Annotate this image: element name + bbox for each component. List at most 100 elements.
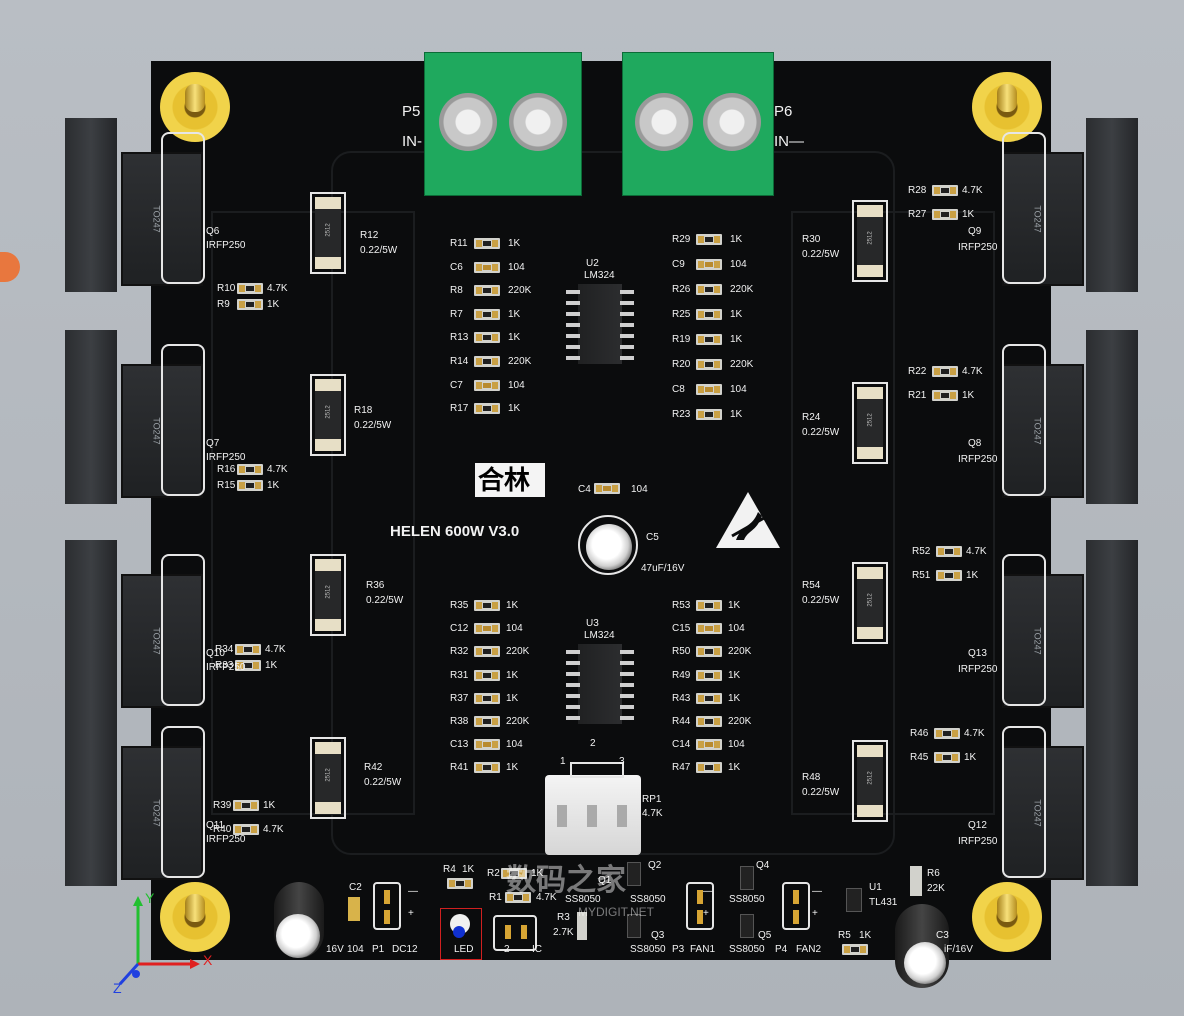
r4-value: 1K (462, 864, 475, 875)
c2-value: 104 (347, 944, 364, 955)
smd-value: 220K (728, 716, 752, 727)
watermark-logo: 数码之家 (506, 864, 626, 897)
ic-pin (620, 716, 634, 720)
smd-value: 220K (506, 716, 530, 727)
power-resistor: 2512 (310, 192, 346, 274)
mosfet-ref: Q13 (968, 648, 987, 659)
resistor-body: 2512 (315, 197, 341, 269)
power-resistor: 2512 (852, 740, 888, 822)
resistor-body: 2512 (857, 567, 883, 639)
ic-pin (566, 334, 580, 338)
rp-pin-3: 3 (619, 756, 625, 767)
ic-pin (620, 661, 634, 665)
view-handle[interactable] (0, 252, 20, 282)
ic-part: LM324 (584, 270, 615, 281)
smd-resistor (233, 800, 259, 811)
mosfet-tab (1086, 330, 1138, 504)
mosfet-part: IRFP250 (206, 240, 246, 251)
smd-ref: R25 (672, 309, 691, 320)
smd-resistor (696, 716, 722, 727)
smd-ref: C14 (672, 739, 691, 751)
gate-resistor-ref: R33 (215, 660, 234, 671)
smd-resistor (501, 868, 527, 879)
power-resistor: 2512 (852, 200, 888, 282)
smd-capacitor (594, 483, 620, 494)
smd-ref: R49 (672, 669, 691, 681)
smd-resistor-r6 (910, 866, 922, 896)
power-resistor-ref: R30 (802, 234, 821, 245)
header-p1 (373, 882, 401, 930)
smd-resistor (474, 403, 500, 415)
gate-resistor-value: 4.7K (263, 824, 284, 835)
axis-y-label: Y (145, 890, 155, 906)
watermark-sub: MYDIGIT.NET (578, 905, 655, 919)
smd-resistor (235, 644, 261, 655)
smd-resistor (237, 480, 263, 491)
screw-icon (509, 93, 567, 151)
mosfet-package: TO247 (1000, 330, 1138, 504)
resistor-body: 2512 (857, 745, 883, 817)
resistor-body: 2512 (315, 742, 341, 814)
resistor-body: 2512 (315, 379, 341, 451)
smd-value: 104 (728, 739, 745, 751)
brand-logo: 合林 (478, 465, 531, 495)
smd-value: 1K (730, 409, 743, 420)
smd-resistor (474, 285, 500, 297)
smd-ref: R47 (672, 762, 691, 774)
q4-ref: Q4 (756, 860, 770, 871)
smd-ref: R32 (450, 646, 469, 658)
screw-icon (635, 93, 693, 151)
p4-ref: P4 (775, 944, 788, 955)
q2-ref: Q2 (648, 860, 662, 871)
mosfet-ref: Q9 (968, 226, 982, 237)
ic-pin (566, 694, 580, 698)
c2-ref: C2 (349, 882, 362, 893)
gate-resistor-value: 4.7K (962, 366, 983, 377)
smd-capacitor (696, 259, 722, 270)
r4-ref: R4 (443, 864, 456, 875)
power-resistor-value: 0.22/5W (802, 427, 840, 438)
header-p2 (493, 915, 537, 951)
smd-resistor (237, 299, 263, 310)
smd-capacitor (696, 623, 722, 635)
smd-ref: R13 (450, 332, 469, 344)
smd-value: 1K (506, 600, 519, 611)
power-resistor-ref: R48 (802, 772, 821, 783)
ic-pin (620, 290, 634, 294)
p1-ref: P1 (372, 944, 385, 955)
mosfet-part: IRFP250 (958, 454, 998, 465)
smd-ref: R35 (450, 600, 469, 611)
gate-resistor-value: 1K (267, 299, 280, 310)
mosfet-package: TO247 (1000, 118, 1138, 292)
smd-resistor (842, 944, 868, 955)
mosfet-tab (65, 330, 117, 504)
mounting-hole (160, 72, 230, 142)
smd-ref: R43 (672, 692, 691, 704)
mosfet-ref: Q10 (206, 648, 225, 659)
smd-resistor (936, 546, 962, 557)
package-label: 2512 (325, 405, 332, 419)
gate-resistor-value: 4.7K (267, 283, 288, 294)
r3-value: 2.7K (553, 927, 574, 938)
gate-resistor-value: 1K (962, 390, 975, 401)
smd-value: 104 (508, 379, 525, 391)
power-resistor-value: 0.22/5W (360, 245, 398, 256)
gate-resistor-ref: R52 (912, 546, 931, 557)
smd-ref: C8 (672, 384, 685, 395)
smd-resistor (696, 692, 722, 704)
smd-value: 104 (508, 261, 525, 273)
smd-resistor (474, 308, 500, 320)
smd-resistor (447, 878, 473, 889)
mosfet-outline (161, 344, 205, 496)
smd-value: 1K (506, 669, 519, 681)
ic-pin (566, 323, 580, 327)
smd-resistor (474, 332, 500, 344)
c4-value: 104 (631, 484, 648, 495)
ic-pin (620, 694, 634, 698)
ic-pin (566, 356, 580, 360)
mosfet-ref: Q6 (206, 226, 220, 237)
smd-resistor (696, 359, 722, 370)
p2-name: IC (532, 944, 542, 955)
ic-pin (620, 301, 634, 305)
terminal-pin-p5: IN- (402, 133, 422, 150)
